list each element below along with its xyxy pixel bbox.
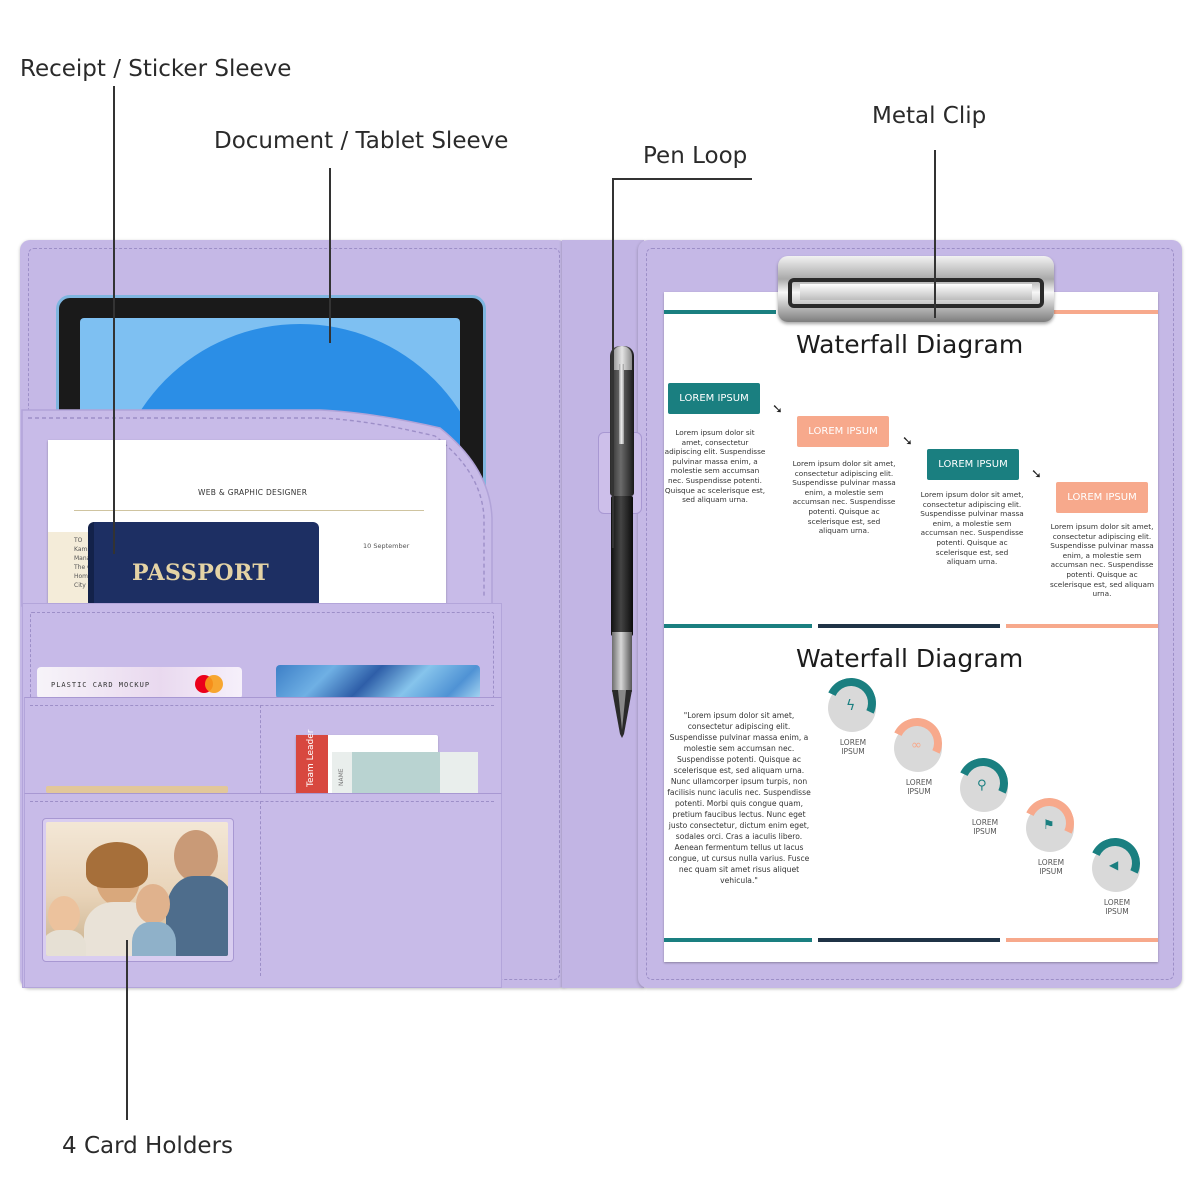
flag-icon: ⚑	[1016, 790, 1082, 856]
card-blue-geometric	[276, 665, 480, 699]
badge-red-strip: Team Leader	[296, 729, 328, 793]
pen-body	[611, 496, 633, 636]
icon-step-1-label: LOREM IPSUM	[839, 738, 867, 756]
sheet-mid-bar-salmon	[1006, 624, 1158, 628]
step-3-label: LOREM IPSUM	[927, 449, 1019, 480]
step-arrow-icon: ➘	[1031, 467, 1042, 482]
card-slot-1-stitching	[30, 705, 494, 706]
receipt-sleeve-callout: Receipt / Sticker Sleeve	[20, 56, 292, 82]
card-plastic-text: PLASTIC CARD MOCKUP	[51, 681, 151, 689]
pen-callout-line-v	[612, 178, 614, 548]
step-2-label: LOREM IPSUM	[797, 416, 889, 447]
pen-tip	[612, 690, 632, 738]
step-arrow-icon: ➘	[902, 434, 913, 449]
document-callout-line	[329, 168, 331, 343]
metal-clip	[778, 256, 1054, 322]
metal-clip-callout: Metal Clip	[872, 103, 987, 129]
badge-card-front: NAME	[332, 752, 478, 794]
step-arrow-icon: ➘	[772, 402, 783, 417]
icon-step-3-label: LOREM IPSUM	[971, 818, 999, 836]
card-holders-callout: 4 Card Holders	[62, 1133, 234, 1159]
waterfall-sheet: Waterfall Diagram LOREM IPSUM Lorem ipsu…	[664, 292, 1158, 962]
sheet-top-bar-salmon	[1054, 310, 1158, 314]
right-cover-stitching	[646, 248, 1174, 980]
pen-cap	[610, 346, 634, 496]
cards-callout-line	[126, 940, 128, 1120]
sheet-bottom-bar-navy	[818, 938, 1000, 942]
bottom-diagram-title: Waterfall Diagram	[796, 644, 1024, 673]
mastercard-icon	[195, 675, 225, 695]
resume-side-line: City	[74, 582, 86, 589]
step-2-text: Lorem ipsum dolor sit amet, consectetur …	[792, 459, 896, 536]
receipt-callout-line	[113, 86, 115, 554]
sheet-mid-bar-navy	[818, 624, 1000, 628]
bolt-icon: ϟ	[818, 670, 884, 736]
card-slot-2-stitching	[30, 801, 494, 802]
icon-step-5-label: LOREM IPSUM	[1103, 898, 1131, 916]
step-4-text: Lorem ipsum dolor sit amet, consectetur …	[1049, 522, 1155, 599]
step-4-label: LOREM IPSUM	[1056, 482, 1148, 513]
resume-side-lines: TO Kami Mana The C Home City	[74, 536, 92, 590]
card-plastic: PLASTIC CARD MOCKUP	[37, 667, 242, 699]
family-photo	[46, 822, 228, 956]
sheet-bottom-bar-teal	[664, 938, 812, 942]
link-icon: ∞	[884, 710, 950, 776]
top-diagram-title: Waterfall Diagram	[796, 330, 1024, 359]
document-sleeve-callout: Document / Tablet Sleeve	[214, 128, 509, 154]
resume-side-line: TO	[74, 537, 83, 544]
resume-side-line: The C	[74, 564, 92, 571]
pen-grip	[612, 632, 632, 692]
step-1-text: Lorem ipsum dolor sit amet, consectetur …	[664, 428, 766, 505]
resume-side-line: Home	[74, 573, 92, 580]
resume-side-line: Kami	[74, 546, 90, 553]
bottom-quote: "Lorem ipsum dolor sit amet, consectetur…	[667, 711, 811, 885]
resume-date: 10 September	[363, 542, 410, 550]
sheet-top-bar-teal	[664, 310, 776, 314]
pen-loop-callout: Pen Loop	[643, 143, 748, 169]
pen-callout-line-h	[612, 178, 752, 180]
step-3-text: Lorem ipsum dolor sit amet, consectetur …	[920, 490, 1024, 567]
sheet-bottom-bar-salmon	[1006, 938, 1158, 942]
search-icon: ⚲	[950, 750, 1016, 816]
resume-side-line: Mana	[74, 555, 91, 562]
sheet-mid-bar-teal	[664, 624, 812, 628]
badge-name: NAME	[338, 768, 345, 786]
badge-text: Team Leader	[306, 729, 316, 787]
passport-label: PASSPORT	[132, 560, 270, 586]
icon-step-4-label: LOREM IPSUM	[1037, 858, 1065, 876]
megaphone-icon: ◀	[1082, 830, 1148, 896]
gold-card-edge	[46, 786, 228, 793]
resume-heading: WEB & GRAPHIC DESIGNER	[198, 488, 308, 497]
step-1-label: LOREM IPSUM	[668, 383, 760, 414]
clip-callout-line	[934, 150, 936, 318]
card-slot-divider-lower	[260, 801, 261, 976]
passport: PASSPORT	[88, 522, 319, 608]
resume-side-strip	[48, 532, 88, 605]
icon-step-2-label: LOREM IPSUM	[905, 778, 933, 796]
badge-teal-band	[352, 752, 440, 794]
resume-divider	[74, 510, 424, 511]
